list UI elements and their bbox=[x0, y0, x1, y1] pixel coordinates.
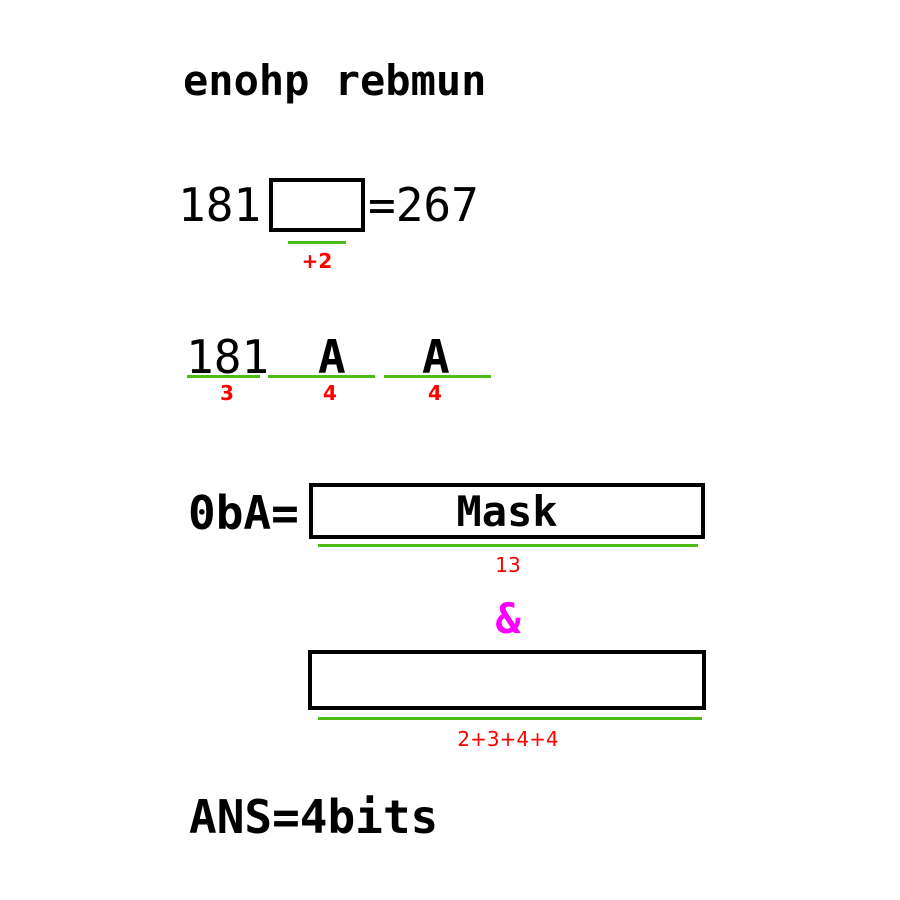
second-underline bbox=[318, 717, 702, 720]
and-operator: & bbox=[495, 594, 521, 643]
group-note-1: 3 bbox=[220, 381, 234, 405]
group-underline-3 bbox=[384, 375, 491, 378]
equation-left: 181 bbox=[178, 178, 262, 232]
group-underline-1 bbox=[187, 375, 260, 378]
mask-label: Mask bbox=[456, 487, 558, 536]
blank-box bbox=[269, 178, 365, 232]
second-box bbox=[308, 650, 706, 710]
mask-prefix: 0bA= bbox=[188, 486, 299, 540]
mask-note: 13 bbox=[495, 553, 521, 577]
group-note-2: 4 bbox=[323, 381, 337, 405]
answer: ANS=4bits bbox=[189, 790, 439, 844]
mask-underline bbox=[318, 544, 698, 547]
blank-note: +2 bbox=[301, 249, 333, 273]
group-underline-2 bbox=[268, 375, 375, 378]
title: enohp rebmun bbox=[183, 56, 487, 105]
second-note: 2+3+4+4 bbox=[457, 727, 559, 751]
mask-box bbox=[309, 483, 705, 539]
blank-underline bbox=[288, 241, 346, 244]
group-note-3: 4 bbox=[428, 381, 442, 405]
equation-right: =267 bbox=[368, 178, 479, 232]
